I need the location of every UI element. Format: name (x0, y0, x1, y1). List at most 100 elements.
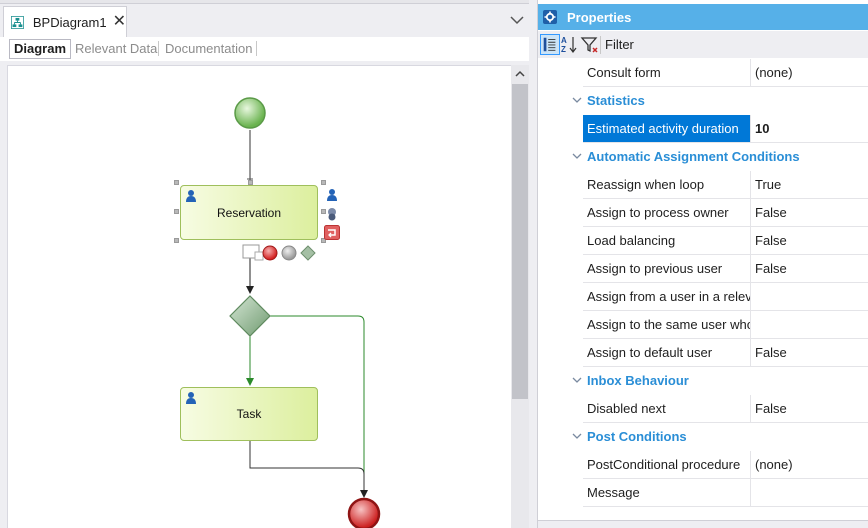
category-title: Inbox Behaviour (587, 373, 689, 388)
property-value[interactable]: False (751, 227, 868, 255)
toolbar-separator (600, 36, 601, 54)
property-row[interactable]: Assign to previous user False (538, 255, 868, 283)
svg-text:Z: Z (561, 45, 566, 54)
selection-handle[interactable] (174, 180, 179, 185)
selection-handle[interactable] (174, 209, 179, 214)
tab-documentation[interactable]: Documentation (165, 41, 253, 56)
property-name: Reassign when loop (583, 171, 751, 199)
property-value[interactable]: False (751, 395, 868, 423)
properties-header: Properties (538, 4, 868, 30)
property-grid: Consult form (none) Statistics Estimated… (538, 59, 868, 507)
property-row[interactable]: Assign from a user in a relevant (538, 283, 868, 311)
chevron-down-icon[interactable] (509, 13, 525, 27)
task-label: Reservation (216, 205, 282, 220)
gear-icon (543, 10, 557, 24)
document-tab-title: BPDiagram1 (32, 14, 107, 30)
property-name: Message (583, 479, 751, 507)
property-name: Assign from a user in a relevant (583, 283, 751, 311)
sort-alphabetical-icon[interactable]: A Z (559, 34, 579, 55)
properties-pane: Properties A Z Filter Consult form (none… (537, 0, 868, 528)
end-event-icon[interactable] (346, 496, 382, 528)
assign-user-icon[interactable] (326, 188, 338, 202)
task-reservation[interactable]: Reservation (180, 185, 318, 240)
categorized-view-icon[interactable] (540, 34, 560, 55)
property-value[interactable]: True (751, 171, 868, 199)
property-name: Estimated activity duration (583, 115, 751, 143)
properties-footer (538, 520, 868, 528)
diagram-edges (246, 130, 368, 498)
filter-button-label[interactable]: Filter (605, 37, 634, 52)
category-statistics[interactable]: Statistics (538, 87, 868, 115)
tab-separator (158, 41, 159, 56)
pane-divider[interactable] (529, 0, 537, 528)
selection-handle[interactable] (248, 180, 253, 185)
filter-icon[interactable] (579, 34, 599, 55)
property-value[interactable]: False (751, 255, 868, 283)
selection-handle[interactable] (321, 238, 326, 243)
property-value[interactable]: 10 (751, 115, 868, 143)
category-title: Post Conditions (587, 429, 687, 444)
property-name: Assign to previous user (583, 255, 751, 283)
property-row[interactable]: Disabled next False (538, 395, 868, 423)
diagram-canvas[interactable]: Reservation (7, 65, 511, 528)
tab-relevant-data[interactable]: Relevant Data (75, 41, 158, 56)
scrollbar-thumb[interactable] (512, 84, 528, 399)
properties-title: Properties (567, 9, 632, 25)
property-value[interactable]: (none) (751, 451, 868, 479)
property-value[interactable] (751, 283, 868, 311)
category-title: Automatic Assignment Conditions (587, 149, 800, 164)
diagram-editor-pane: BPDiagram1 ✕ Diagram Relevant Data Docum… (0, 0, 537, 528)
property-row[interactable]: PostConditional procedure (none) (538, 451, 868, 479)
property-name: Consult form (583, 59, 751, 87)
properties-toolbar: A Z Filter (538, 31, 868, 58)
task-label: Task (236, 407, 262, 421)
task-task[interactable]: Task (180, 387, 318, 441)
property-value[interactable]: (none) (751, 59, 868, 87)
chevron-down-icon[interactable] (572, 432, 582, 440)
property-value[interactable]: False (751, 339, 868, 367)
exclusive-gateway-icon[interactable] (228, 294, 272, 338)
chevron-down-icon[interactable] (572, 152, 582, 160)
property-value[interactable] (751, 479, 868, 507)
property-value[interactable] (751, 311, 868, 339)
vertical-scrollbar[interactable] (511, 65, 529, 528)
property-row[interactable]: Message (538, 479, 868, 507)
selection-handle[interactable] (174, 238, 179, 243)
property-row[interactable]: Assign to process owner False (538, 199, 868, 227)
gear-stack-icon[interactable] (325, 207, 339, 221)
start-event-icon[interactable] (233, 96, 267, 130)
property-row[interactable]: Reassign when loop True (538, 171, 868, 199)
category-inbox-behaviour[interactable]: Inbox Behaviour (538, 367, 868, 395)
category-title: Statistics (587, 93, 645, 108)
diagram-icon (11, 15, 24, 29)
selection-handle[interactable] (321, 209, 326, 214)
property-name: Load balancing (583, 227, 751, 255)
category-automatic-assignment[interactable]: Automatic Assignment Conditions (538, 143, 868, 171)
scroll-up-icon[interactable] (514, 69, 526, 79)
shape-palette (242, 244, 316, 261)
tab-diagram[interactable]: Diagram (9, 39, 72, 59)
property-row[interactable]: Load balancing False (538, 227, 868, 255)
property-name: Assign to the same user who (583, 311, 751, 339)
property-name: Assign to default user (583, 339, 751, 367)
user-icon (186, 392, 196, 404)
chevron-down-icon[interactable] (572, 376, 582, 384)
property-row[interactable]: Consult form (none) (538, 59, 868, 87)
tab-separator (256, 41, 257, 56)
svg-text:A: A (561, 36, 567, 45)
property-value[interactable]: False (751, 199, 868, 227)
document-tab[interactable]: BPDiagram1 ✕ (3, 6, 127, 37)
property-name: PostConditional procedure (583, 451, 751, 479)
property-row-selected[interactable]: Estimated activity duration 10 (538, 115, 868, 143)
property-name: Assign to process owner (583, 199, 751, 227)
top-strip (0, 0, 537, 4)
category-post-conditions[interactable]: Post Conditions (538, 423, 868, 451)
close-icon[interactable]: ✕ (112, 13, 126, 30)
property-name: Disabled next (583, 395, 751, 423)
editor-subtabs: Diagram Relevant Data Documentation (0, 37, 537, 61)
loop-icon[interactable] (324, 225, 340, 240)
property-row[interactable]: Assign to the same user who (538, 311, 868, 339)
chevron-down-icon[interactable] (572, 96, 582, 104)
selection-handle[interactable] (321, 180, 326, 185)
property-row[interactable]: Assign to default user False (538, 339, 868, 367)
